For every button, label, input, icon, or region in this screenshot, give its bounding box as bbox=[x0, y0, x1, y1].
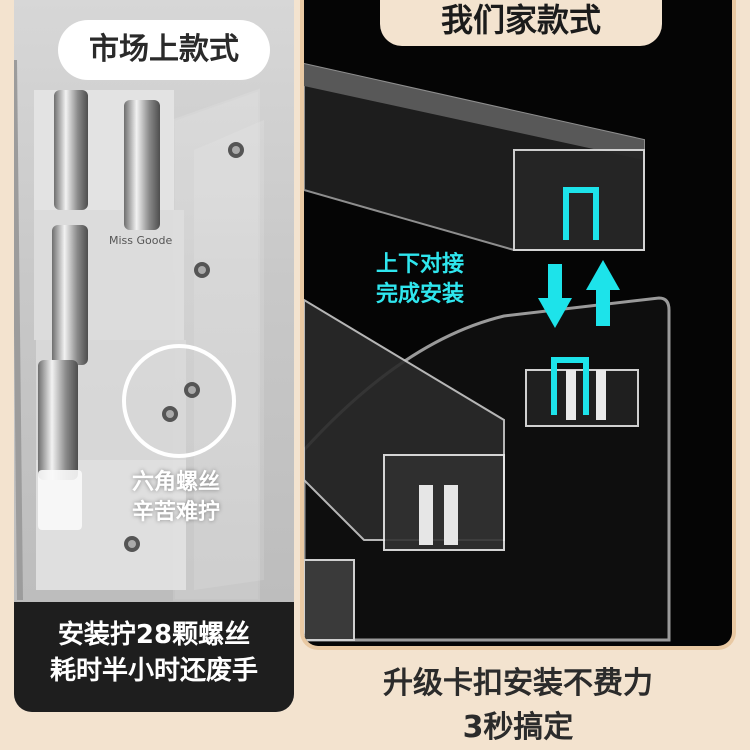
screw-highlight-circle bbox=[122, 344, 236, 458]
screw-callout: 六角螺丝 辛苦难拧 bbox=[106, 468, 246, 528]
our-style-panel: 我们家款式 上下对接 完成安装 bbox=[300, 0, 736, 650]
market-style-title: 市场上款式 bbox=[58, 20, 270, 80]
footer-line-2: 3秒搞定 bbox=[462, 710, 574, 745]
down-arrow-icon bbox=[538, 264, 572, 328]
callout-line-1: 六角螺丝 bbox=[131, 470, 220, 495]
caption-line-2: 耗时半小时还废手 bbox=[49, 656, 258, 686]
market-style-caption-bar: 安装拧28颗螺丝 耗时半小时还废手 bbox=[14, 602, 294, 712]
annotation-line-1: 上下对接 bbox=[376, 252, 465, 277]
snap-fit-rack-illustration bbox=[304, 62, 671, 642]
our-style-title: 我们家款式 bbox=[380, 0, 662, 46]
caption-line-1: 安装拧28颗螺丝 bbox=[57, 620, 251, 650]
snap-annotation: 上下对接 完成安装 bbox=[376, 250, 516, 310]
product-label: Miss Goode bbox=[109, 234, 172, 247]
up-arrow-icon bbox=[586, 260, 620, 326]
market-style-panel: Miss Goode 市场上款式 六角螺丝 辛苦难拧 安装拧28颗螺丝 耗时半小… bbox=[14, 0, 294, 712]
footer-line-1: 升级卡扣安装不费力 bbox=[383, 666, 653, 701]
callout-line-2: 辛苦难拧 bbox=[131, 500, 220, 525]
annotation-line-2: 完成安装 bbox=[376, 282, 465, 307]
